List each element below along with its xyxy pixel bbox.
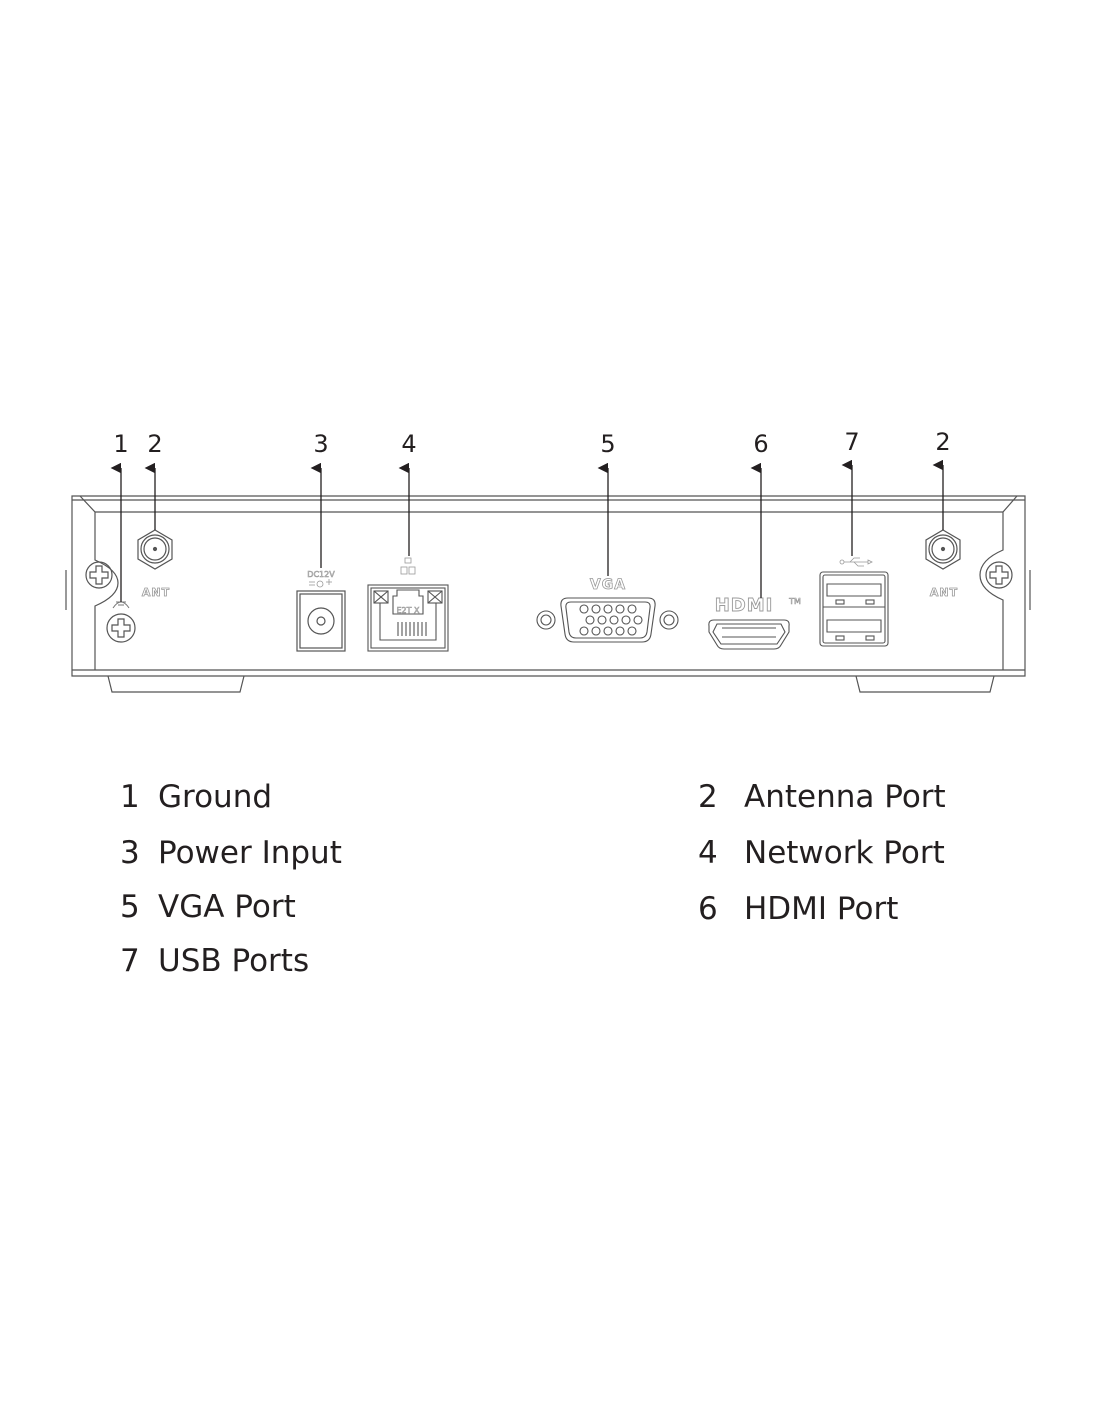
power-input-jack [296, 590, 346, 652]
usb-ports [819, 571, 889, 647]
legend-number: 7 [120, 943, 140, 979]
network-symbol-icon [400, 557, 416, 575]
ground-screw [106, 613, 136, 643]
legend-item: 5 VGA Port [120, 889, 296, 925]
callout-number: 3 [313, 430, 328, 458]
hdmi-label: HDMI [715, 595, 774, 616]
hdmi-port [708, 619, 790, 650]
callout-number: 4 [401, 430, 416, 458]
callout-number: 1 [113, 430, 128, 458]
network-port-rj45 [367, 584, 449, 652]
screw-icon [985, 561, 1013, 589]
callout-lines [110, 459, 944, 602]
callout-number: 6 [753, 430, 768, 458]
hdmi-tm-label: TM [788, 597, 801, 606]
legend-item: 3 Power Input [120, 835, 342, 871]
legend-label: Network Port [744, 835, 945, 871]
rj45-mark: E2T X [396, 606, 420, 615]
screw-icon [85, 561, 113, 589]
legend-number: 2 [698, 779, 718, 815]
legend-item: 1 Ground [120, 779, 272, 815]
callout-number: 2 [147, 430, 162, 458]
legend-label: Ground [158, 779, 273, 815]
legend-number: 4 [698, 835, 718, 871]
legend-number: 6 [698, 891, 718, 927]
dc-label: DC12V [307, 570, 335, 579]
legend-label: HDMI Port [744, 891, 899, 927]
legend-label: Antenna Port [744, 779, 946, 815]
callout-number: 2 [935, 428, 950, 456]
dc-polarity-icon [309, 579, 332, 588]
legend-number: 1 [120, 779, 140, 815]
legend-item: 4 Network Port [698, 835, 945, 871]
chassis [65, 495, 1031, 693]
usb-symbol-icon [839, 557, 873, 567]
vga-port [536, 597, 679, 643]
legend-item: 7 USB Ports [120, 943, 309, 979]
ant-label-left: ANT [142, 586, 170, 599]
legend-label: VGA Port [158, 889, 296, 925]
legend-label: Power Input [158, 835, 342, 871]
rear-panel-diagram: ANT DC12V E2T X VGA [65, 428, 1031, 693]
callout-number: 5 [600, 430, 615, 458]
ant-label-right: ANT [930, 586, 958, 599]
legend-number: 5 [120, 889, 140, 925]
legend-item: 2 Antenna Port [698, 779, 946, 815]
callout-number: 7 [844, 428, 859, 456]
legend-number: 3 [120, 835, 140, 871]
vga-label: VGA [590, 577, 626, 593]
legend-item: 6 HDMI Port [698, 891, 898, 927]
antenna-port-left [137, 529, 173, 570]
antenna-port-right [925, 529, 961, 570]
legend-label: USB Ports [158, 943, 310, 979]
